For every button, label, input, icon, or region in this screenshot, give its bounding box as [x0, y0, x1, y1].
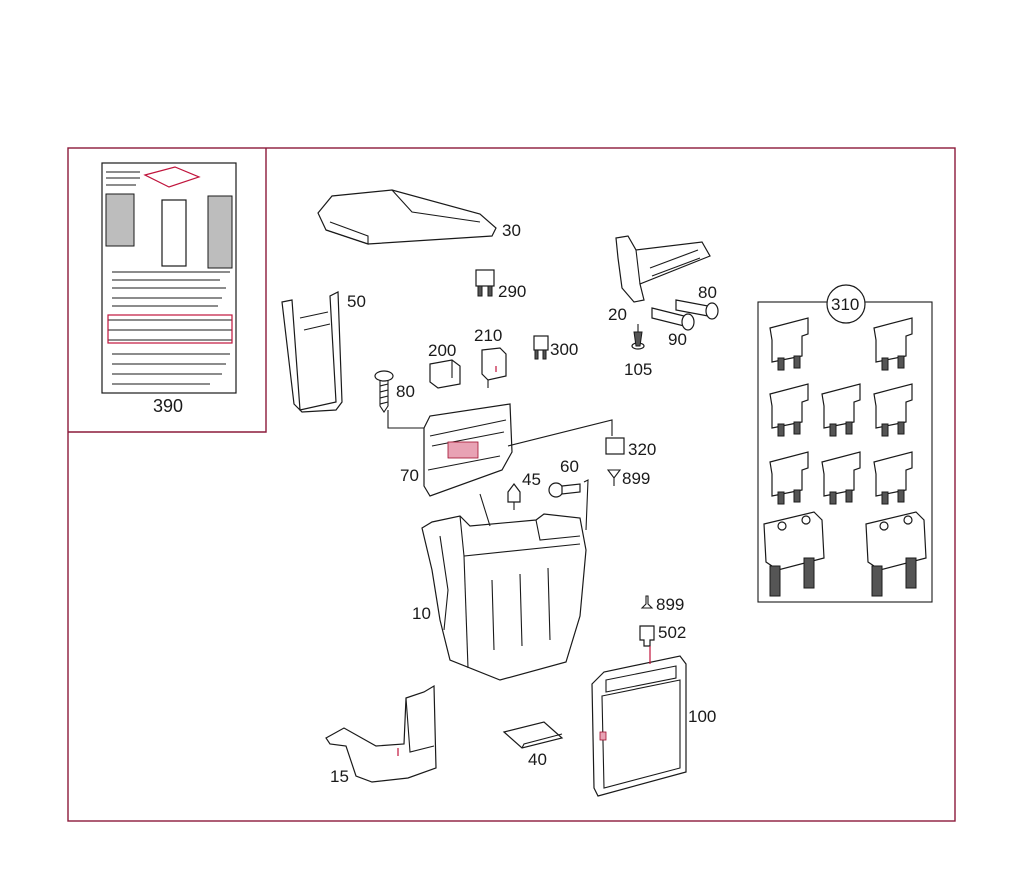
- label-80-right: 80: [698, 283, 717, 302]
- part-20-holder[interactable]: [615, 235, 711, 303]
- label-100: 100: [688, 707, 716, 726]
- inset-390-frame: [68, 148, 267, 433]
- part-899-clip-upper[interactable]: [606, 469, 622, 486]
- label-60: 60: [560, 457, 579, 476]
- label-30: 30: [502, 221, 521, 240]
- label-200: 200: [428, 341, 456, 360]
- part-80-screw-left[interactable]: [374, 370, 394, 413]
- label-210: 210: [474, 326, 502, 345]
- label-50: 50: [347, 292, 366, 311]
- part-290-fuse[interactable]: [475, 269, 495, 297]
- label-502: 502: [658, 623, 686, 642]
- label-45: 45: [522, 470, 541, 489]
- label-70: 70: [400, 466, 419, 485]
- leader-70: [387, 410, 424, 429]
- part-105-clip[interactable]: [631, 324, 645, 350]
- leader-60: [583, 479, 589, 531]
- fuse-set-310-badge: [826, 284, 866, 324]
- label-899-upper: 899: [622, 469, 650, 488]
- label-10: 10: [412, 604, 431, 623]
- label-899-lower: 899: [656, 595, 684, 614]
- part-310-fuse-set[interactable]: [763, 317, 927, 597]
- label-40: 40: [528, 750, 547, 769]
- part-50-bracket[interactable]: [281, 291, 343, 413]
- label-15: 15: [330, 767, 349, 786]
- part-320-plug[interactable]: [605, 437, 625, 455]
- part-60-screw[interactable]: [548, 482, 581, 498]
- part-899-clip-lower[interactable]: [640, 595, 654, 609]
- part-45-pin[interactable]: [507, 483, 521, 510]
- part-100-cover[interactable]: [591, 655, 687, 797]
- label-290: 290: [498, 282, 526, 301]
- label-90: 90: [668, 330, 687, 349]
- part-90-bolt[interactable]: [651, 307, 695, 331]
- part-390-fuse-chart[interactable]: [101, 162, 237, 394]
- part-502-plug[interactable]: [639, 625, 655, 664]
- part-200-relay[interactable]: [429, 359, 461, 389]
- part-210-relay[interactable]: [481, 347, 507, 388]
- diagram-frame: [67, 147, 956, 822]
- part-10-housing[interactable]: [421, 493, 587, 681]
- label-300: 300: [550, 340, 578, 359]
- part-70-module[interactable]: [423, 403, 513, 497]
- label-80-left: 80: [396, 382, 415, 401]
- leader-70-320: [507, 419, 613, 447]
- label-310: 310: [831, 295, 859, 314]
- part-30-cover[interactable]: [317, 189, 497, 245]
- label-105: 105: [624, 360, 652, 379]
- part-15-bracket[interactable]: [325, 684, 437, 783]
- part-300-fuse[interactable]: [533, 335, 549, 360]
- part-80-bolt-right[interactable]: [675, 299, 719, 320]
- label-20: 20: [608, 305, 627, 324]
- label-390: 390: [153, 396, 183, 416]
- label-320: 320: [628, 440, 656, 459]
- part-40-pad[interactable]: [502, 721, 564, 749]
